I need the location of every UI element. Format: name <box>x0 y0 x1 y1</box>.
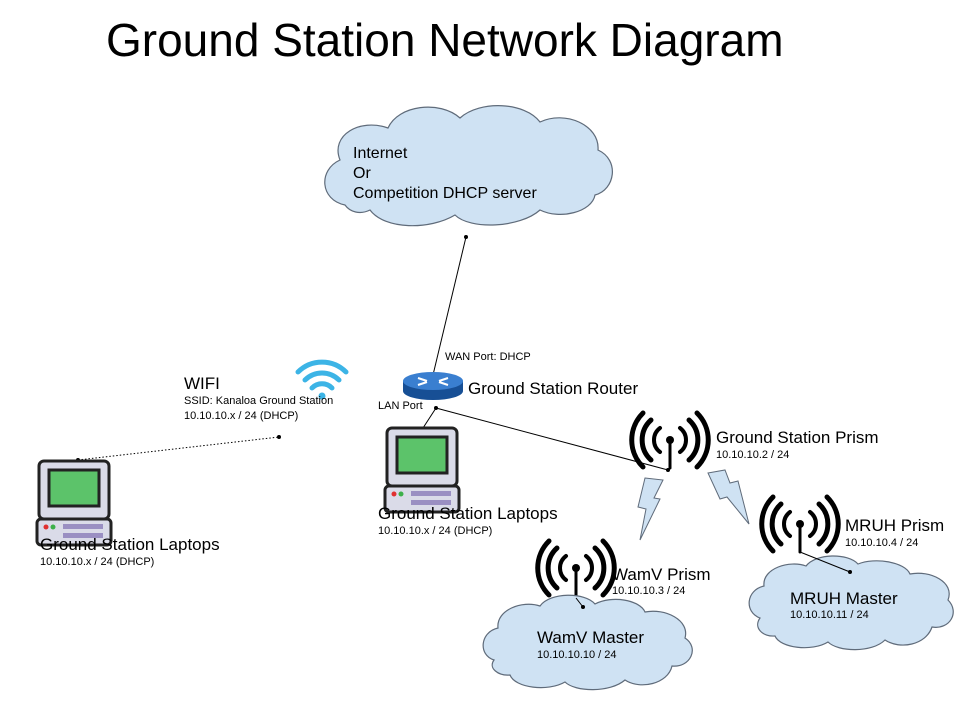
internet-cloud-line: Or <box>353 165 371 182</box>
wifi-icon <box>295 359 349 400</box>
laptops-center-subnet: 10.10.10.x / 24 (DHCP) <box>378 525 493 537</box>
wamv-prism-label: WamV Prism <box>612 565 711 584</box>
wifi-link <box>77 436 280 461</box>
wamv-master-label: WamV Master <box>537 628 645 647</box>
laptop-left-icon <box>35 459 113 547</box>
laptops-left-subnet: 10.10.10.x / 24 (DHCP) <box>40 556 155 568</box>
wifi-label: WIFI <box>184 374 220 393</box>
gs-prism-antenna-icon <box>632 413 709 468</box>
gs-prism-label: Ground Station Prism <box>716 428 879 447</box>
internet-cloud <box>324 105 613 227</box>
wamv-prism-antenna-icon <box>538 541 615 596</box>
lightning-bolt-left-icon <box>637 477 664 541</box>
wamv-master-ip: 10.10.10.10 / 24 <box>537 649 617 661</box>
lightning-bolt-right-icon <box>707 469 750 525</box>
wan-port-label: WAN Port: DHCP <box>445 351 531 363</box>
wan-link <box>432 236 467 376</box>
internet-cloud-line: Internet <box>353 145 408 162</box>
mruh-prism-antenna-icon <box>762 497 839 552</box>
router-label: Ground Station Router <box>468 379 639 398</box>
laptops-center-label: Ground Station Laptops <box>378 504 558 523</box>
mruh-prism-ip: 10.10.10.4 / 24 <box>845 537 919 549</box>
page-title: Ground Station Network Diagram <box>106 14 784 66</box>
mruh-prism-label: MRUH Prism <box>845 516 945 535</box>
lan-to-prism-link <box>435 407 669 471</box>
lan-to-laptop-link <box>422 407 437 429</box>
router-icon <box>403 372 463 400</box>
wifi-subnet: 10.10.10.x / 24 (DHCP) <box>184 410 299 422</box>
wamv-master-cloud <box>482 594 693 691</box>
mruh-master-cloud <box>748 555 954 651</box>
lan-port-label: LAN Port <box>378 400 423 412</box>
wifi-ssid: SSID: Kanaloa Ground Station <box>184 395 334 407</box>
gs-prism-ip: 10.10.10.2 / 24 <box>716 449 790 461</box>
mruh-master-label: MRUH Master <box>790 589 898 608</box>
wamv-prism-ip: 10.10.10.3 / 24 <box>612 585 686 597</box>
internet-cloud-line: Competition DHCP server <box>353 185 537 202</box>
internet-cloud-label: Internet Or Competition DHCP server <box>353 144 537 204</box>
laptops-left-label: Ground Station Laptops <box>40 535 220 554</box>
mruh-master-ip: 10.10.10.11 / 24 <box>790 609 869 621</box>
laptop-center-icon <box>383 426 461 514</box>
